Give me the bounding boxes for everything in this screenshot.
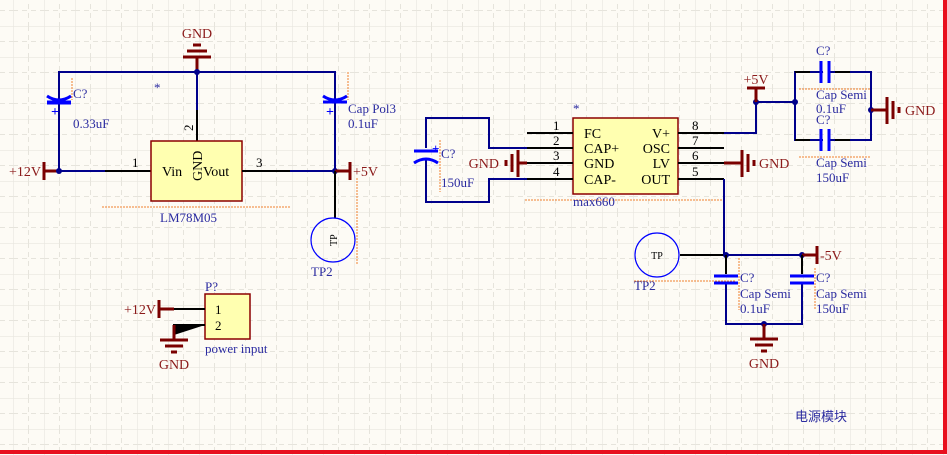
svg-text:150uF: 150uF <box>816 170 849 185</box>
svg-text:TP2: TP2 <box>311 264 333 279</box>
gnd-symbol-conn: GND <box>159 325 189 373</box>
svg-text:Vin: Vin <box>162 165 182 180</box>
svg-text:+5V: +5V <box>353 165 378 180</box>
svg-text:GND: GND <box>159 358 189 373</box>
regulator-part-label: LM78M05 <box>160 210 217 225</box>
svg-text:Cap Semi: Cap Semi <box>816 286 867 301</box>
svg-text:*: * <box>573 101 580 116</box>
svg-text:1: 1 <box>132 155 139 170</box>
gnd-symbol-max-lv: GND <box>724 150 789 177</box>
svg-text:P?: P? <box>205 279 218 294</box>
svg-text:0.1uF: 0.1uF <box>816 101 846 116</box>
gnd-label: GND <box>182 27 212 42</box>
svg-text:+12V: +12V <box>124 303 156 318</box>
capacitor-cout[interactable]: + Cap Pol3 0.1uF <box>322 72 396 171</box>
svg-text:Cap Semi: Cap Semi <box>740 286 791 301</box>
svg-text:+12V: +12V <box>9 165 41 180</box>
svg-text:CAP+: CAP+ <box>584 142 619 157</box>
svg-text:0.1uF: 0.1uF <box>740 301 770 316</box>
svg-text:OSC: OSC <box>643 142 670 157</box>
svg-text:8: 8 <box>692 118 699 133</box>
svg-text:TP: TP <box>329 234 340 246</box>
svg-text:2: 2 <box>553 133 560 148</box>
svg-text:+5V: +5V <box>743 73 768 88</box>
svg-text:0.1uF: 0.1uF <box>348 116 378 131</box>
cin-value: 0.33uF <box>73 116 109 131</box>
capacitor-cin[interactable]: + C? 0.33uF <box>46 78 109 171</box>
svg-text:5: 5 <box>692 164 699 179</box>
capacitor-in-2[interactable]: C? Cap Semi 150uF <box>799 112 870 185</box>
svg-text:150uF: 150uF <box>816 301 849 316</box>
power-port-5v-reg: +5V <box>335 162 378 180</box>
svg-text:TP: TP <box>651 251 663 262</box>
svg-text:C?: C? <box>816 43 831 58</box>
svg-text:CAP-: CAP- <box>584 173 616 188</box>
power-port-5v-max: +5V <box>743 73 769 102</box>
svg-text:2: 2 <box>215 318 222 333</box>
svg-text:1: 1 <box>215 302 222 317</box>
svg-text:C?: C? <box>441 146 456 161</box>
testpoint-max[interactable]: TP TP2 <box>634 232 680 293</box>
svg-text:FC: FC <box>584 127 601 142</box>
svg-text:+: + <box>326 105 334 120</box>
svg-text:Vout: Vout <box>203 165 229 180</box>
lm78m05-body[interactable] <box>150 140 243 202</box>
power-port-neg5v: -5V <box>802 246 842 264</box>
svg-text:C?: C? <box>740 270 755 285</box>
svg-text:4: 4 <box>553 164 560 179</box>
capacitor-out-1[interactable]: C? Cap Semi 0.1uF <box>714 258 791 316</box>
gnd-symbol-top: GND <box>182 27 212 72</box>
svg-text:Cap Semi: Cap Semi <box>816 87 867 102</box>
max660-body[interactable] <box>572 117 679 195</box>
svg-text:C?: C? <box>816 270 831 285</box>
capacitor-out-2[interactable]: C? Cap Semi 150uF <box>790 268 867 316</box>
svg-text:2: 2 <box>181 125 196 132</box>
capacitor-flying[interactable]: + C? 150uF <box>413 140 474 192</box>
svg-text:6: 6 <box>692 148 699 163</box>
svg-text:C?: C? <box>816 112 831 127</box>
svg-text:GND: GND <box>191 151 206 181</box>
power-port-12v-conn: +12V <box>124 300 174 318</box>
max660-part-label: max660 <box>573 194 615 209</box>
svg-text:*: * <box>154 80 161 95</box>
gnd-symbol-max-left: GND <box>469 150 527 177</box>
svg-text:LV: LV <box>653 157 670 172</box>
inverter-section: * max660 1 2 3 4 FC CAP+ GND CAP- 8 7 6 … <box>413 43 935 372</box>
svg-text:GND: GND <box>584 157 614 172</box>
gnd-symbol-out: GND <box>749 324 779 372</box>
testpoint-reg[interactable]: TP TP2 <box>310 217 356 279</box>
svg-text:-5V: -5V <box>820 249 842 264</box>
svg-text:V+: V+ <box>652 127 670 142</box>
svg-text:Cap Semi: Cap Semi <box>816 155 867 170</box>
capacitor-in-1[interactable]: C? Cap Semi 0.1uF <box>799 43 870 116</box>
svg-text:power input: power input <box>205 341 268 356</box>
svg-text:GND: GND <box>469 157 499 172</box>
power-input-connector[interactable]: P? 1 2 power input +12V GND <box>124 279 268 373</box>
svg-text:GND: GND <box>759 157 789 172</box>
svg-text:3: 3 <box>256 155 263 170</box>
svg-text:150uF: 150uF <box>441 175 474 190</box>
svg-text:Cap Pol3: Cap Pol3 <box>348 101 396 116</box>
svg-text:GND: GND <box>905 104 935 119</box>
svg-text:TP2: TP2 <box>634 278 656 293</box>
gnd-symbol-in: GND <box>871 97 935 124</box>
svg-text:7: 7 <box>692 133 699 148</box>
svg-text:GND: GND <box>749 357 779 372</box>
cin-designator: C? <box>73 86 88 101</box>
svg-text:1: 1 <box>553 118 560 133</box>
regulator-section: GND + C? 0.33uF +12V 1 Vin Vout <box>9 27 396 279</box>
sheet-title: 电源模块 <box>795 410 847 425</box>
svg-text:+: + <box>432 141 439 156</box>
svg-text:+: + <box>51 105 59 120</box>
svg-text:3: 3 <box>553 148 560 163</box>
svg-text:OUT: OUT <box>641 173 670 188</box>
